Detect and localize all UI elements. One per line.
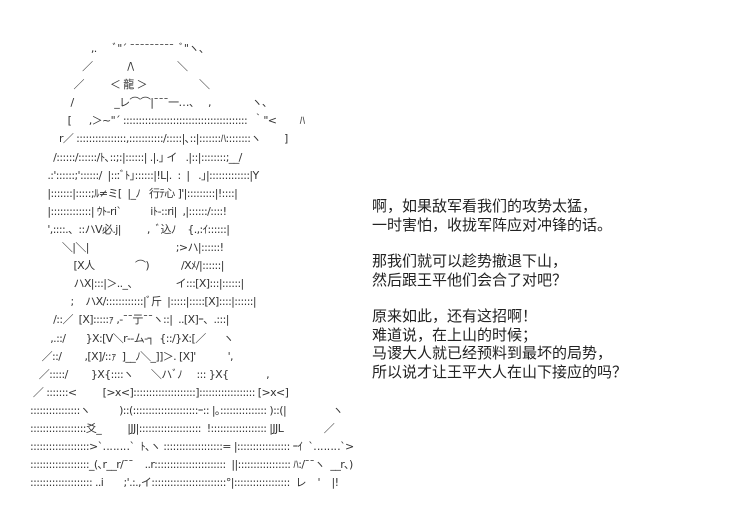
art-line: / _レ⌒⌒|¯¯¯一…、 , ヽ、 — [30, 96, 273, 110]
art-line: ハX|:::|＞.._、 イ:::[X]:::|::::::| — [30, 277, 244, 291]
dialogue-line: 马谡大人就已经预料到最坏的局势， — [372, 344, 613, 362]
art-line: .:'::::::;'::::::/ |:::ﾞﾄ｣::::::|!L|. : … — [30, 168, 259, 182]
art-line: ::::::::::::::::::爻_ |JJ|:::::::::::::::… — [30, 421, 335, 435]
art-line: ::::::::::::::::ヽ )::(::::::::::::::::::… — [30, 403, 343, 417]
art-line: ／ /\ ＼ — [30, 60, 188, 74]
dialogue-line: 难道说，在上山的时候； — [372, 325, 538, 344]
art-line: r／ ::::::::::::::::,:::::::::::/:::::|､:… — [30, 132, 288, 146]
art-line: ,.::/ }X:[V＼r‐-ム-┐ {::/}X:[／ ヽ — [30, 331, 234, 345]
art-line: :::::::::::::::::::>`‥‥‥‥` ﾄ､ヽ :::::::::… — [30, 440, 354, 454]
art-line: :::::::::::::::::::: ..i ;'.:.,イ::::::::… — [30, 476, 339, 490]
dialogue-line: 啊，如果敌军看我们的攻势太猛， — [372, 197, 598, 215]
dialogue-line: 原来如此，还有这招啊！ — [372, 307, 538, 325]
art-line: ＼|＼| ;>ハ|::::::! — [30, 241, 224, 255]
ascii-art-dragon-warrior: ,. ﾞ"´ ¯¯¯¯¯¯¯¯¯ ﾞ"ヽ、 ／ /\ ＼ ／ ＜ 龍 ＞ ＼ /… — [30, 40, 354, 492]
art-line: |:::::::|:::::;ﾙ≠ミ[ |_ﾉ 行ﾃ心 ]'|:::::::::… — [30, 186, 238, 200]
art-line: :::::::::::::::::::_(､r__r/¯¯ ..r:::::::… — [30, 458, 353, 472]
dialogue-text: 啊，如果敌军看我们的攻势太猛， 一时害怕，收拢军阵应对冲锋的话。 那我们就可以趁… — [372, 197, 627, 399]
dialogue-block-1: 啊，如果敌军看我们的攻势太猛， 一时害怕，收拢军阵应对冲锋的话。 — [372, 197, 627, 234]
dialogue-line: 然后跟王平他们会合了对吧？ — [372, 270, 568, 289]
dialogue-line: 那我们就可以趁势撤退下山， — [372, 252, 568, 270]
art-line: ／:::::/ }X{::::ヽ ＼ハﾞﾉ ::: }X{ , — [30, 367, 270, 381]
art-line: ; ハX/::::::::::::|ﾞ斤 |:::::|:::::[X]::::… — [30, 295, 257, 309]
art-line: /::／ [X]:::::ｧ ,‐¯¯亍¯¯ヽ::| ..[X]ｰ、.:::| — [30, 313, 229, 327]
art-line: |:::::::::::::| ｳﾄ-ri` iﾄ-::ri| ,|::::::… — [30, 204, 227, 218]
dialogue-block-3: 原来如此，还有这招啊！ 难道说，在上山的时候； 马谡大人就已经预料到最坏的局势，… — [372, 307, 627, 381]
dialogue-block-2: 那我们就可以趁势撤退下山， 然后跟王平他们会合了对吧？ — [372, 252, 627, 289]
dialogue-line: 所以说才让王平大人在山下接应的吗？ — [372, 362, 628, 381]
art-line: ／ ＜ 龍 ＞ ＼ — [30, 78, 210, 92]
art-line: ／::/ ,[X]/::ｧ ]__ﾉ＼_]]＞. [X]' ', — [30, 349, 234, 363]
art-line: [ ,＞~"´ ::::::::::::::::::::::::::::::::… — [30, 114, 305, 128]
art-line: ',::::.、::ハV必.j| , ﾞ込ﾉ {.,:ｲ::::::| — [30, 222, 230, 236]
art-line: /::::::/::::::/ﾄ､::;:|::::::| .|.｣ イ .|:… — [30, 150, 242, 164]
art-line: ／ :::::::< [>x<]::::::::::::::::::::]:::… — [30, 385, 289, 399]
art-line: [X人 ⌒) /Xﾒ/|::::::| — [30, 259, 224, 273]
dialogue-line: 一时害怕，收拢军阵应对冲锋的话。 — [372, 215, 613, 234]
art-line: ,. ﾞ"´ ¯¯¯¯¯¯¯¯¯ ﾞ"ヽ、 — [30, 42, 210, 55]
